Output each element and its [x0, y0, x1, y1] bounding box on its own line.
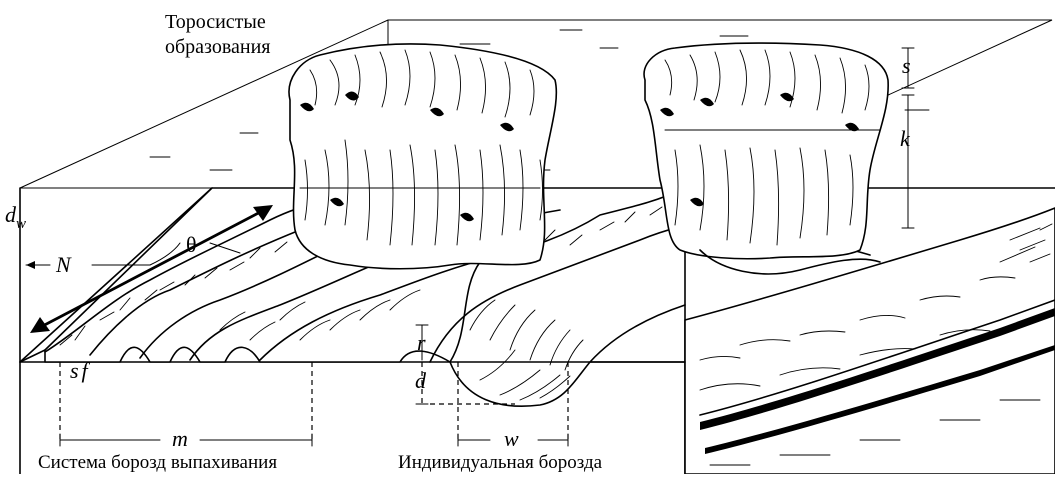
symbol-sf: sf — [70, 358, 91, 383]
ice-ridge-right — [644, 43, 888, 274]
symbol-w: w — [504, 426, 519, 451]
symbol-N: N — [55, 252, 72, 277]
symbol-dw: dw — [5, 202, 26, 232]
symbol-d: d — [415, 368, 427, 393]
symbol-m: m — [172, 426, 188, 451]
caption-scour-system: Система борозд выпахивания — [38, 452, 277, 473]
caption-individual-scour: Индивидуальная борозда — [398, 452, 603, 473]
ridge-title-line2: образования — [165, 36, 271, 58]
symbol-s: s — [902, 53, 911, 78]
ice-ridge-left — [289, 44, 556, 269]
symbol-theta: θ — [186, 232, 197, 257]
symbol-r: r — [417, 330, 426, 355]
ridge-title-line1: Торосистые — [165, 11, 266, 33]
symbol-k: k — [900, 126, 911, 151]
